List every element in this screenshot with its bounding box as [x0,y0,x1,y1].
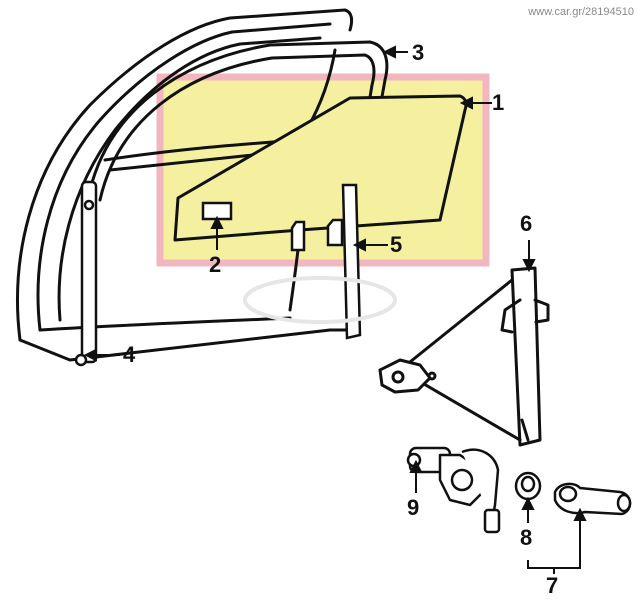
window-regulator-part-6 [378,266,550,447]
run-channel-part-3 [88,40,389,222]
callout-8: 8 [520,525,533,550]
crank-handle-part-7 [553,482,632,516]
channel-part-4 [74,180,98,367]
glass-brackets [290,218,344,252]
leader-lines [83,45,587,574]
watermark-logo [243,276,397,324]
callout-3: 3 [412,40,425,65]
callout-6: 6 [520,211,533,236]
callout-5: 5 [390,232,403,257]
callout-4: 4 [123,342,136,367]
callout-7: 7 [546,573,559,598]
watermark-text: www.car.gr/28194510 [528,6,634,18]
callout-1: 1 [492,90,505,115]
callout-9: 9 [407,495,420,520]
knob-part-8 [514,471,542,501]
regulator-motor-part-9 [406,446,501,534]
division-bar-part-5 [341,183,362,340]
callout-2: 2 [209,252,222,277]
